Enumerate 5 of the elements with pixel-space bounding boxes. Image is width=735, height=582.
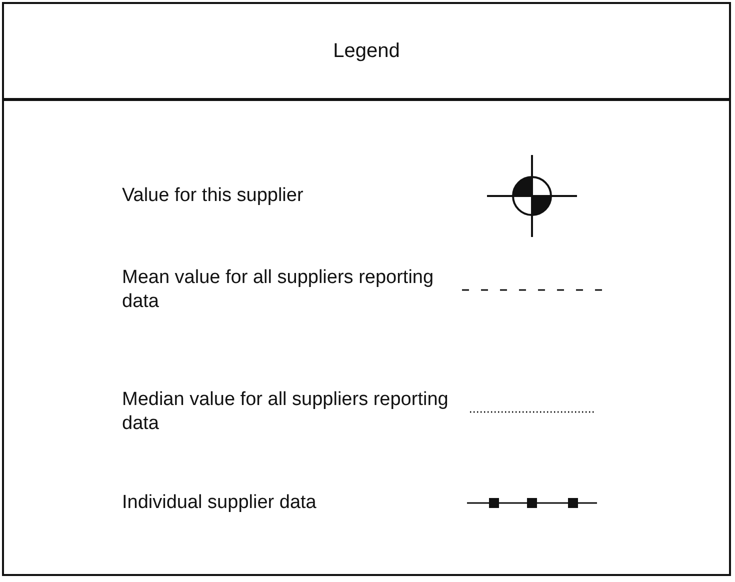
legend-label: Median value for all suppliers reporting data <box>122 388 450 436</box>
legend-label: Mean value for all suppliers reporting data <box>122 266 435 314</box>
legend-label: Value for this supplier <box>122 184 304 208</box>
legend-label: Individual supplier data <box>122 491 318 515</box>
legend-title: Legend <box>333 40 400 62</box>
